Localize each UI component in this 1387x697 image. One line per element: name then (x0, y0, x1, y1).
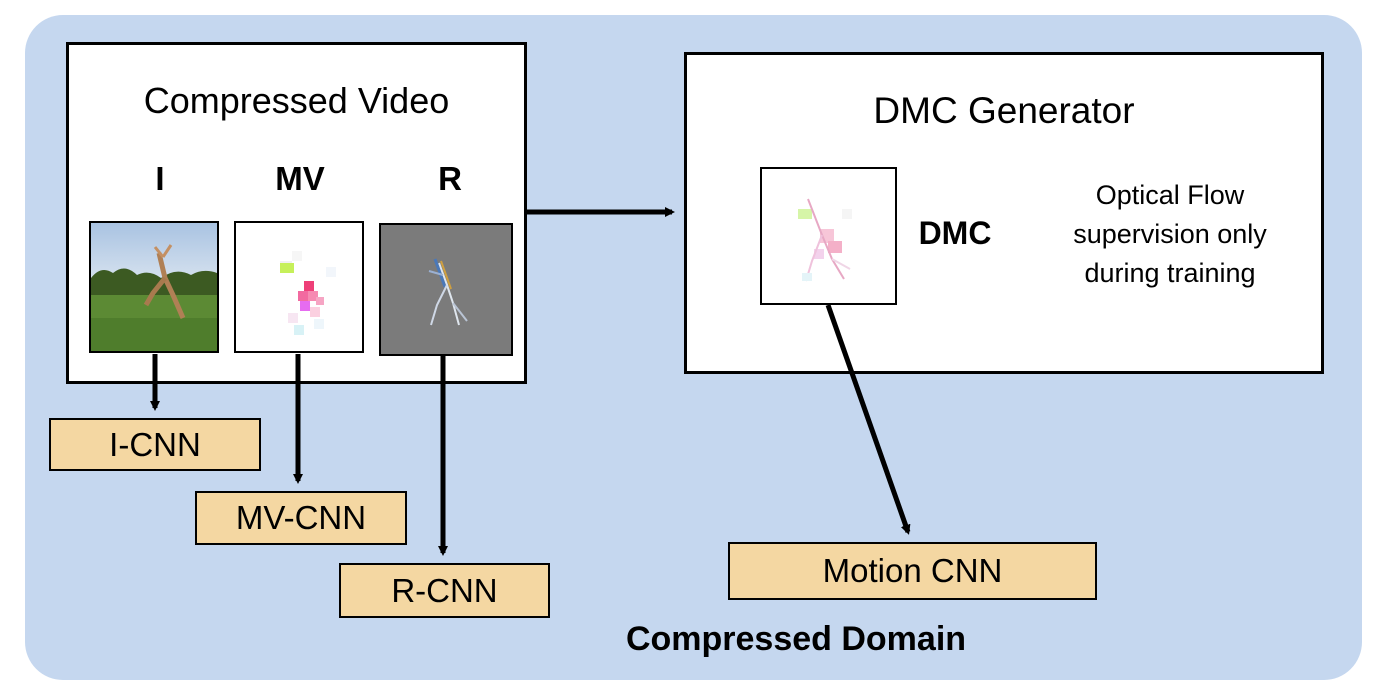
optical-flow-note-line-1: Optical Flow (1095, 180, 1245, 210)
compressed-domain-label: Compressed Domain (625, 620, 967, 658)
mv-cnn-box: MV-CNN (195, 491, 407, 545)
r-frame-image (379, 223, 513, 356)
optical-flow-note-line-2: supervision only (1073, 219, 1267, 249)
dmc-output-image (760, 167, 897, 305)
r-cnn-box: R-CNN (339, 563, 550, 618)
stream-label-r: R (438, 160, 462, 197)
i-frame-image (89, 221, 219, 353)
mv-frame-image (234, 221, 364, 353)
dmc-generator-title: DMC Generator (873, 90, 1135, 131)
arrow-dmc-to-motion-cnn (825, 304, 911, 535)
compressed-video-title: Compressed Video (143, 80, 450, 121)
dmc-label: DMC (918, 215, 992, 251)
motion-cnn-box: Motion CNN (728, 542, 1097, 600)
optical-flow-note-line-3: during training (1084, 258, 1256, 288)
stream-label-i: I (155, 160, 165, 197)
stream-label-mv: MV (275, 160, 325, 197)
i-cnn-box: I-CNN (49, 418, 261, 471)
